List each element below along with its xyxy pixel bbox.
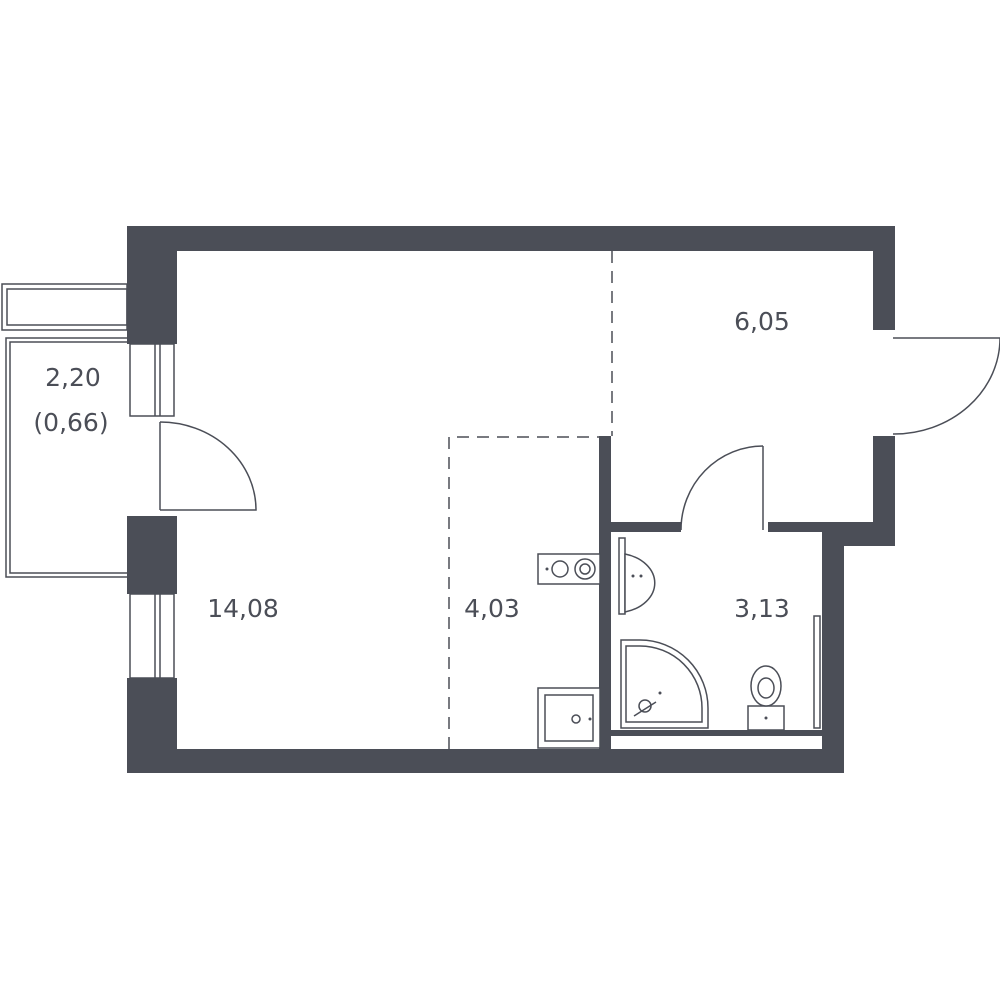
bathroom-shelf [813, 615, 821, 729]
wall-right-lower [873, 436, 895, 546]
balcony-outline [5, 337, 127, 578]
balcony-rail-top [1, 283, 128, 331]
hall-area-label: 6,05 [734, 307, 790, 336]
wall-bathroom-left [599, 436, 611, 749]
wall-left-middle [127, 516, 177, 594]
balcony-reduced-area-label: (0,66) [33, 408, 108, 437]
kitchen-area-label: 4,03 [464, 594, 520, 623]
zone-dividers [448, 251, 613, 749]
stove-icon [537, 553, 601, 585]
door-swing-icon [159, 421, 257, 511]
wall-bathroom-top-right [768, 522, 828, 532]
balcony-rail-inner [6, 288, 128, 326]
shower-icon [620, 639, 709, 729]
living-room-area-label: 14,08 [207, 594, 279, 623]
kitchen-divider [448, 436, 599, 749]
bathroom-area-label: 3,13 [734, 594, 790, 623]
wall-bathroom-floor-line [611, 730, 822, 736]
entrance-door-icon [892, 337, 1000, 435]
wall-top [127, 226, 895, 251]
wall-left-upper [127, 226, 177, 344]
balcony-outline-inner [9, 341, 127, 574]
balcony-area-label: 2,20 [45, 363, 101, 392]
wall-bathroom-right [822, 522, 844, 773]
wall-right-upper [873, 226, 895, 330]
wall-bathroom-top-left [599, 522, 681, 532]
balcony [1, 283, 128, 578]
sink-icon [618, 537, 656, 615]
kitchen-sink-icon [537, 687, 601, 749]
wall-bottom [127, 749, 844, 773]
window-icon [129, 343, 175, 679]
walls [127, 226, 895, 773]
window-lower [129, 593, 175, 679]
bathroom-door-icon [680, 445, 764, 531]
toilet-icon [747, 665, 785, 731]
window-upper [129, 343, 175, 417]
